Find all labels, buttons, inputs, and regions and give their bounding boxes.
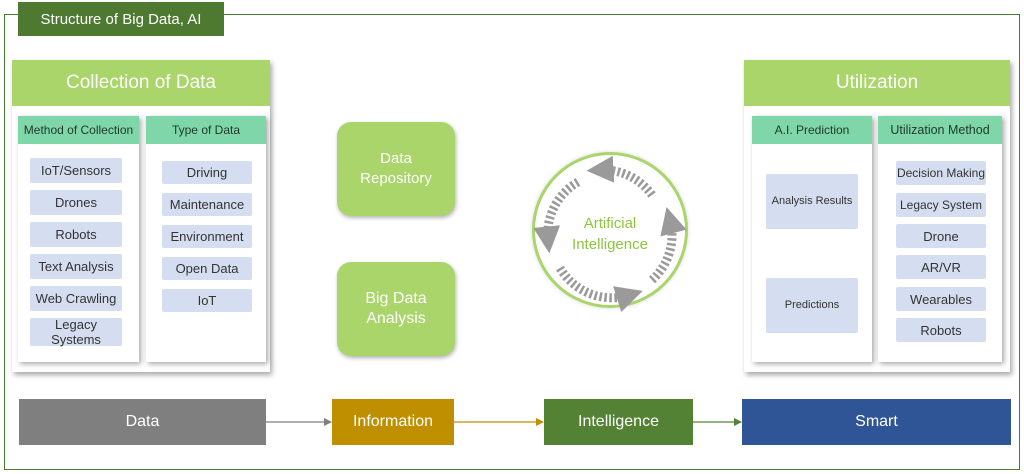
ai-prediction-heading: A.I. Prediction <box>752 116 872 144</box>
data-type-item: Maintenance <box>162 193 252 216</box>
utilization-method-item: Legacy System <box>896 193 986 217</box>
method-of-collection-column: Method of Collection IoT/Sensors Drones … <box>18 116 139 362</box>
type-of-data-heading: Type of Data <box>146 116 266 144</box>
flow-smart: Smart <box>742 399 1011 445</box>
artificial-intelligence-label: Artificial Intelligence <box>572 215 648 253</box>
utilization-method-column: Utilization Method Decision Making Legac… <box>878 116 1002 362</box>
flow-data: Data <box>19 399 266 445</box>
collection-method-item: Drones <box>30 190 122 215</box>
flow-intelligence: Intelligence <box>544 399 693 445</box>
collection-method-item: Legacy Systems <box>30 317 122 347</box>
utilization-method-item: Decision Making <box>896 161 986 185</box>
big-data-analysis-box: Big Data Analysis <box>337 262 455 356</box>
method-of-collection-heading: Method of Collection <box>18 116 139 144</box>
utilization-method-item: AR/VR <box>896 255 986 279</box>
diagram-title: Structure of Big Data, AI <box>18 2 224 36</box>
data-type-item: Driving <box>162 161 252 184</box>
collection-method-item: Robots <box>30 222 122 247</box>
collection-panel: Collection of Data Method of Collection … <box>12 60 270 372</box>
diagram-frame <box>4 14 1020 470</box>
utilization-method-heading: Utilization Method <box>878 116 1002 144</box>
data-type-item: Open Data <box>162 257 252 280</box>
prediction-item: Analysis Results <box>766 174 858 229</box>
collection-method-item: Text Analysis <box>30 254 122 279</box>
data-repository-box: Data Repository <box>337 122 455 216</box>
utilization-heading: Utilization <box>744 60 1010 106</box>
utilization-method-item: Robots <box>896 318 986 342</box>
data-type-item: IoT <box>162 289 252 312</box>
type-of-data-column: Type of Data Driving Maintenance Environ… <box>146 116 266 362</box>
utilization-method-item: Drone <box>896 224 986 248</box>
collection-method-item: IoT/Sensors <box>30 158 122 183</box>
data-type-item: Environment <box>162 225 252 248</box>
flow-information: Information <box>332 399 454 445</box>
utilization-panel: Utilization A.I. Prediction Analysis Res… <box>744 60 1010 372</box>
utilization-method-item: Wearables <box>896 287 986 311</box>
collection-method-item: Web Crawling <box>30 286 122 311</box>
ai-prediction-column: A.I. Prediction Analysis Results Predict… <box>752 116 872 362</box>
prediction-item: Predictions <box>766 278 858 333</box>
collection-heading: Collection of Data <box>12 60 270 106</box>
